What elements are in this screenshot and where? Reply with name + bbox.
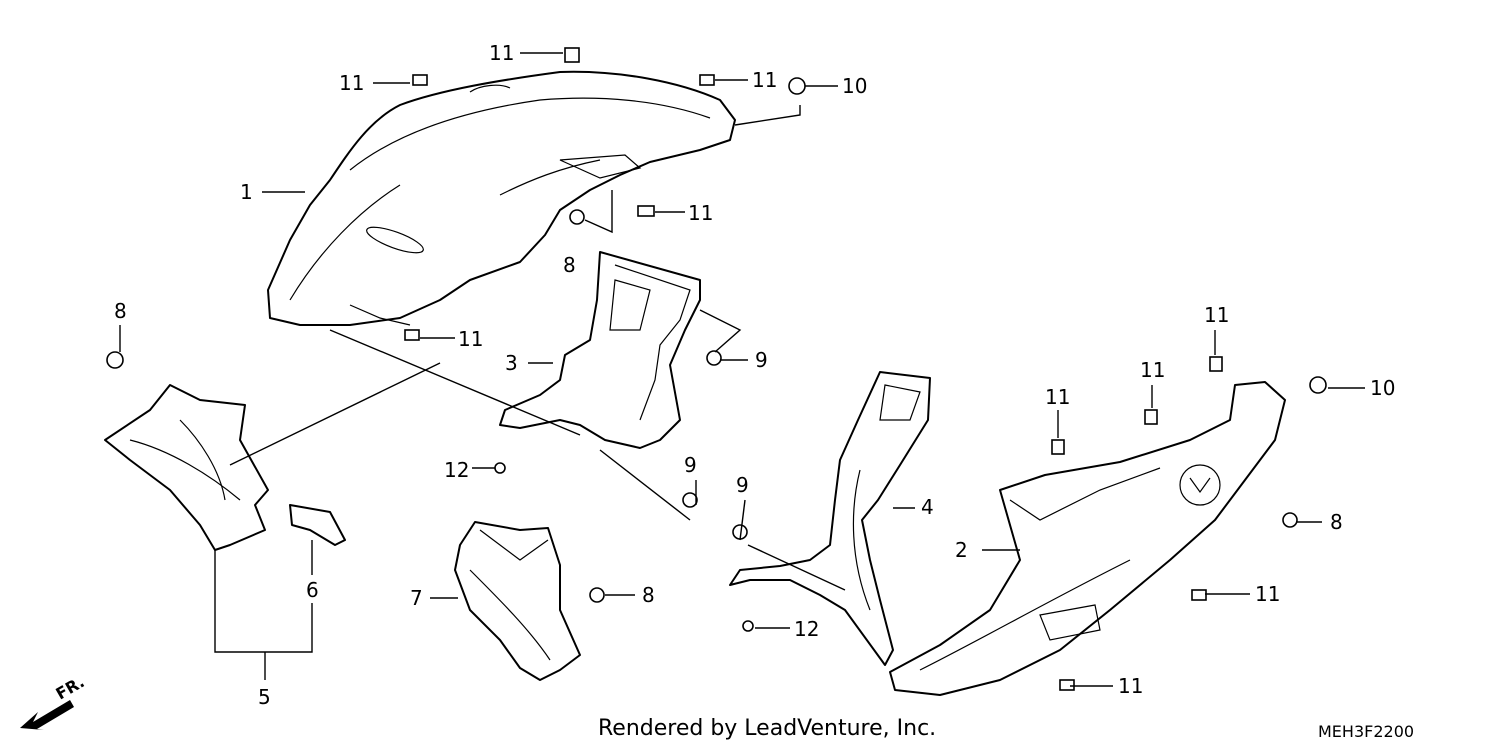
- callout-12b: 12: [794, 617, 819, 641]
- callout-6: 6: [306, 578, 319, 602]
- callout-9b: 9: [684, 453, 697, 477]
- grommet-icon: [1309, 376, 1327, 394]
- grommet-icon: [788, 77, 806, 95]
- callout-5: 5: [258, 685, 271, 709]
- part-4-right-inner-panel[interactable]: [729, 371, 931, 666]
- bolt-icon: [1282, 512, 1298, 528]
- callout-2: 2: [955, 538, 968, 562]
- callout-10b: 10: [1370, 376, 1395, 400]
- clip-icon: [404, 329, 420, 341]
- callout-11h: 11: [1045, 385, 1070, 409]
- callout-11d: 11: [688, 201, 713, 225]
- fastener-clips: [106, 47, 1327, 691]
- bolt-icon: [569, 209, 585, 225]
- bolt-icon: [106, 351, 124, 369]
- callout-8c: 8: [642, 583, 655, 607]
- part-6-plate[interactable]: [289, 504, 346, 546]
- callout-9a: 9: [755, 348, 768, 372]
- callout-11j: 11: [1118, 674, 1143, 698]
- callout-1: 1: [240, 180, 253, 204]
- callout-11b: 11: [489, 41, 514, 65]
- callout-11c: 11: [752, 68, 777, 92]
- clip-icon: [637, 205, 655, 217]
- callout-7: 7: [410, 586, 423, 610]
- callout-11e: 11: [458, 327, 483, 351]
- part-2-right-lower-cowl[interactable]: [889, 381, 1286, 696]
- callout-3: 3: [505, 351, 518, 375]
- clip-icon: [1051, 439, 1065, 455]
- callout-11a: 11: [339, 71, 364, 95]
- screw-icon: [742, 620, 754, 632]
- callout-8b: 8: [563, 253, 576, 277]
- diagram-code: MEH3F2200: [1318, 722, 1415, 741]
- callout-11f: 11: [1204, 303, 1229, 327]
- direction-label: FR.: [53, 672, 88, 703]
- part-1-front-cowl[interactable]: [267, 70, 736, 326]
- clip-icon: [699, 74, 715, 86]
- callout-4: 4: [921, 495, 934, 519]
- part-7-lower-inner-cover[interactable]: [454, 521, 581, 681]
- callout-10a: 10: [842, 74, 867, 98]
- part-3-inner-panel[interactable]: [499, 251, 701, 449]
- clip-icon: [1209, 356, 1223, 372]
- callout-9c: 9: [736, 473, 749, 497]
- grommet-icon: [706, 350, 722, 366]
- callout-8a: 8: [114, 299, 127, 323]
- callout-8d: 8: [1330, 510, 1343, 534]
- callout-11g: 11: [1140, 358, 1165, 382]
- clip-icon: [1191, 589, 1207, 601]
- screw-icon: [494, 462, 506, 474]
- clip-icon: [412, 74, 428, 86]
- callout-numbers: 1 2 3 4 5 6 7 8 8 8 8 9 9 9 10 10 11 11 …: [114, 41, 1395, 709]
- clip-icon: [564, 47, 580, 63]
- bolt-icon: [589, 587, 605, 603]
- front-direction-arrow-icon: FR.: [20, 672, 88, 730]
- clip-icon: [1059, 679, 1075, 691]
- clip-icon: [1144, 409, 1158, 425]
- part-5-left-lower-cowl[interactable]: [104, 384, 269, 551]
- callout-12a: 12: [444, 458, 469, 482]
- callout-11i: 11: [1255, 582, 1280, 606]
- grommet-icon: [682, 492, 698, 508]
- rendered-by-credit: Rendered by LeadVenture, Inc.: [598, 716, 937, 741]
- leader-lines: [119, 52, 1365, 687]
